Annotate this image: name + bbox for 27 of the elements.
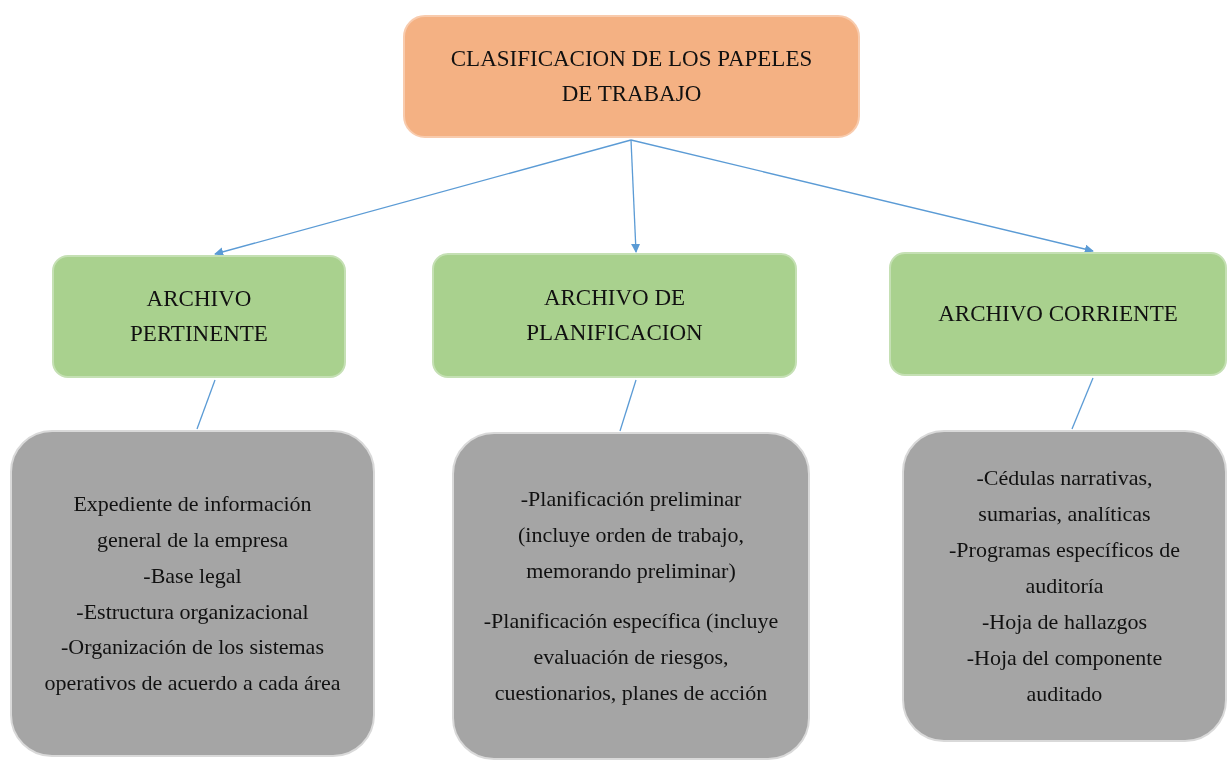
content-box <box>452 432 810 760</box>
list-item: -Programas específicos de auditoría <box>948 536 1181 601</box>
content-box <box>10 430 375 757</box>
box-title: ARCHIVO DE PLANIFICACION <box>525 284 704 347</box>
content-box <box>902 430 1227 742</box>
arrow <box>214 139 632 257</box>
arrow <box>630 139 1094 254</box>
connector-line <box>196 379 216 430</box>
title-box <box>403 15 860 138</box>
box-title: ARCHIVO PERTINENTE <box>129 285 269 348</box>
list-item: -Cédulas narrativas, sumarias, analíticas <box>975 464 1154 529</box>
box-title: ARCHIVO CORRIENTE <box>938 299 1178 328</box>
box-title: CLASIFICACION DE LOS PAPELES DE TRABAJO <box>449 45 814 108</box>
connector-line <box>619 379 637 432</box>
arrow <box>630 139 641 253</box>
connector-line <box>1071 377 1094 430</box>
list-item: -Hoja del componente auditado <box>965 643 1164 708</box>
category-box <box>432 253 797 378</box>
list-item: -Organización de los sistemas operativos de acuerdo a cada área <box>43 633 342 698</box>
list-item: -Planificación específica (incluye evaluación de riesgos, cuestionarios, planes de acción <box>482 607 780 707</box>
list-item: Expediente de información general de la empresa <box>72 489 313 554</box>
list-item: -Base legal <box>143 561 242 590</box>
category-box <box>889 252 1227 376</box>
list-item: -Hoja de hallazgos <box>982 607 1147 636</box>
list-item: -Estructura organizacional <box>76 597 309 626</box>
category-box <box>52 255 346 378</box>
list-item: -Planificación preliminar (incluye orden de trabajo, memorando preliminar) <box>517 485 745 586</box>
